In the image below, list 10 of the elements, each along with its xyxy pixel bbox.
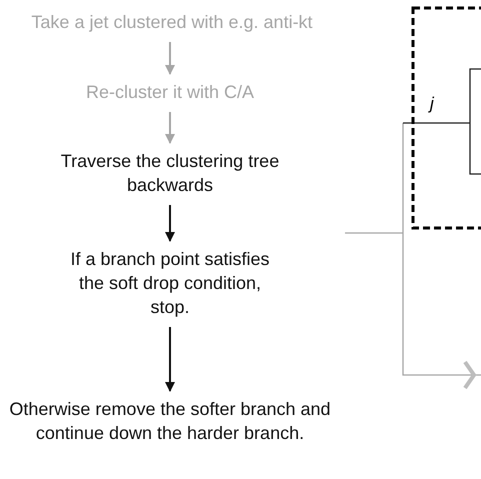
step-text: Traverse the clustering tree backwards <box>60 150 280 197</box>
step-text: If a branch point satisfies the soft drop condition, stop. <box>69 248 271 319</box>
step-text: Otherwise remove the softer branch and continue down the harder branch. <box>8 398 332 445</box>
branch-label: j <box>430 94 434 114</box>
arrow <box>165 205 175 242</box>
step-text: Re-cluster it with C/A <box>84 81 256 104</box>
step-text: Take a jet clustered with e.g. anti-kt <box>30 11 314 34</box>
arrow <box>165 327 175 392</box>
arrow <box>165 112 175 144</box>
arrow <box>165 42 175 75</box>
